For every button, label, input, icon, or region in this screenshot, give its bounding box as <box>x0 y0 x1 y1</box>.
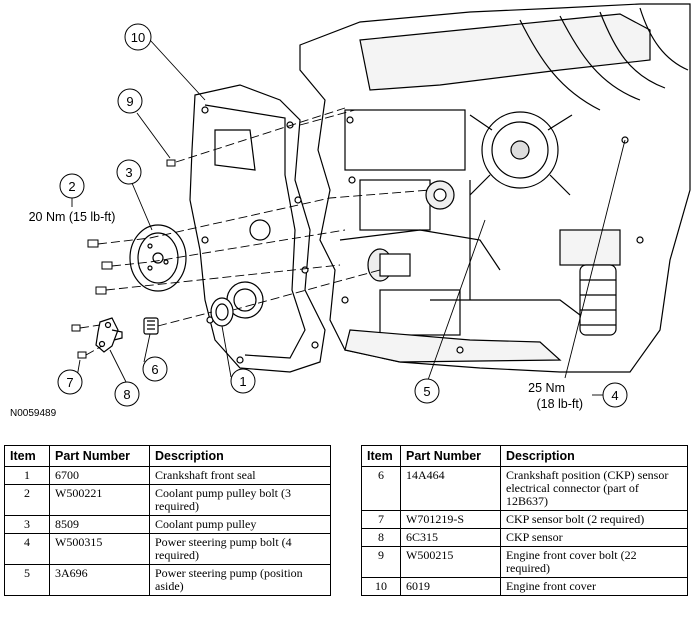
part-number-cell: 3A696 <box>49 564 150 596</box>
table-row: 5 3A696 Power steering pump (position as… <box>4 564 331 596</box>
item-cell: 6 <box>361 466 401 511</box>
description-cell: Crankshaft front seal <box>149 466 331 485</box>
table-row: 3 8509 Coolant pump pulley <box>4 515 331 534</box>
ckp-connector <box>143 317 159 335</box>
table-header-row: Item Part Number Description <box>361 445 688 467</box>
callout-2: 2 <box>59 173 85 199</box>
callout-1: 1 <box>230 368 256 394</box>
column-header-part-number: Part Number <box>400 445 501 467</box>
description-cell: Power steering pump (position aside) <box>149 564 331 596</box>
callout-4: 4 <box>602 382 628 408</box>
item-cell: 1 <box>4 466 50 485</box>
table-row: 6 14A464 Crankshaft position (CKP) senso… <box>361 466 688 511</box>
table-row: 10 6019 Engine front cover <box>361 577 688 596</box>
callout-8: 8 <box>114 381 140 407</box>
description-cell: Coolant pump pulley bolt (3 required) <box>149 484 331 516</box>
exploded-view-diagram: 10 9 3 2 1 6 8 7 <box>10 3 691 419</box>
part-number-cell: 14A464 <box>400 466 501 511</box>
engine-front-cover <box>189 84 326 373</box>
part-number-cell: 6700 <box>49 466 150 485</box>
table-row: 8 6C315 CKP sensor <box>361 528 688 547</box>
description-cell: Engine front cover bolt (22 required) <box>500 546 688 578</box>
torque-spec-item-2: 20 Nm (15 lb-ft) <box>29 210 116 224</box>
bolt-9 <box>166 159 176 167</box>
table-header-row: Item Part Number Description <box>4 445 331 467</box>
item-cell: 9 <box>361 546 401 578</box>
svg-text:3: 3 <box>125 165 132 180</box>
column-header-part-number: Part Number <box>49 445 150 467</box>
bolt-2b <box>101 261 113 270</box>
callout-7: 7 <box>57 369 83 395</box>
bolt-2c <box>95 286 107 295</box>
item-cell: 2 <box>4 484 50 516</box>
description-cell: Coolant pump pulley <box>149 515 331 534</box>
item-cell: 10 <box>361 577 401 596</box>
table-row: 7 W701219-S CKP sensor bolt (2 required) <box>361 510 688 529</box>
description-cell: Engine front cover <box>500 577 688 596</box>
svg-text:8: 8 <box>123 387 130 402</box>
coolant-pump-pulley <box>129 224 187 292</box>
column-header-item: Item <box>361 445 401 467</box>
part-number-cell: 6019 <box>400 577 501 596</box>
torque-spec-item-4-lbft: (18 lb-ft) <box>536 397 583 411</box>
table-row: 4 W500315 Power steering pump bolt (4 re… <box>4 533 331 565</box>
description-cell: CKP sensor bolt (2 required) <box>500 510 688 529</box>
bolt-7a <box>71 324 81 332</box>
part-number-cell: W500215 <box>400 546 501 578</box>
ckp-sensor <box>95 317 123 353</box>
item-cell: 7 <box>361 510 401 529</box>
alignment-lines <box>79 107 431 356</box>
callout-6: 6 <box>142 356 168 382</box>
description-cell: Power steering pump bolt (4 required) <box>149 533 331 565</box>
description-cell: Crankshaft position (CKP) sensor electri… <box>500 466 688 511</box>
part-number-cell: W500221 <box>49 484 150 516</box>
figure-reference-id: N0059489 <box>10 408 57 419</box>
bolt-2a <box>87 239 99 248</box>
item-cell: 8 <box>361 528 401 547</box>
callout-5: 5 <box>414 378 440 404</box>
svg-text:2: 2 <box>68 179 75 194</box>
svg-text:4: 4 <box>611 388 618 403</box>
parts-table-left: Item Part Number Description 1 6700 Cran… <box>4 445 331 596</box>
part-number-cell: W500315 <box>49 533 150 565</box>
table-row: 1 6700 Crankshaft front seal <box>4 466 331 485</box>
table-row: 2 W500221 Coolant pump pulley bolt (3 re… <box>4 484 331 516</box>
item-cell: 3 <box>4 515 50 534</box>
column-header-description: Description <box>500 445 688 467</box>
callouts: 10 9 3 2 1 6 8 7 <box>57 23 628 408</box>
svg-text:9: 9 <box>126 94 133 109</box>
callout-3: 3 <box>116 159 142 185</box>
svg-text:5: 5 <box>423 384 430 399</box>
bolt-7b <box>77 351 87 359</box>
item-cell: 5 <box>4 564 50 596</box>
part-number-cell: 6C315 <box>400 528 501 547</box>
svg-text:1: 1 <box>239 374 246 389</box>
callout-9: 9 <box>117 88 143 114</box>
svg-text:6: 6 <box>151 362 158 377</box>
column-header-description: Description <box>149 445 331 467</box>
svg-text:10: 10 <box>131 30 145 45</box>
part-number-cell: W701219-S <box>400 510 501 529</box>
engine-block <box>299 3 691 373</box>
column-header-item: Item <box>4 445 50 467</box>
callout-10: 10 <box>124 23 152 51</box>
svg-text:7: 7 <box>66 375 73 390</box>
bolts <box>71 159 176 359</box>
leader-lines <box>71 39 626 396</box>
torque-spec-item-4-nm: 25 Nm <box>528 381 565 395</box>
table-row: 9 W500215 Engine front cover bolt (22 re… <box>361 546 688 578</box>
item-cell: 4 <box>4 533 50 565</box>
parts-table-right: Item Part Number Description 6 14A464 Cr… <box>361 445 688 596</box>
part-number-cell: 8509 <box>49 515 150 534</box>
crankshaft-front-seal <box>210 297 234 327</box>
description-cell: CKP sensor <box>500 528 688 547</box>
